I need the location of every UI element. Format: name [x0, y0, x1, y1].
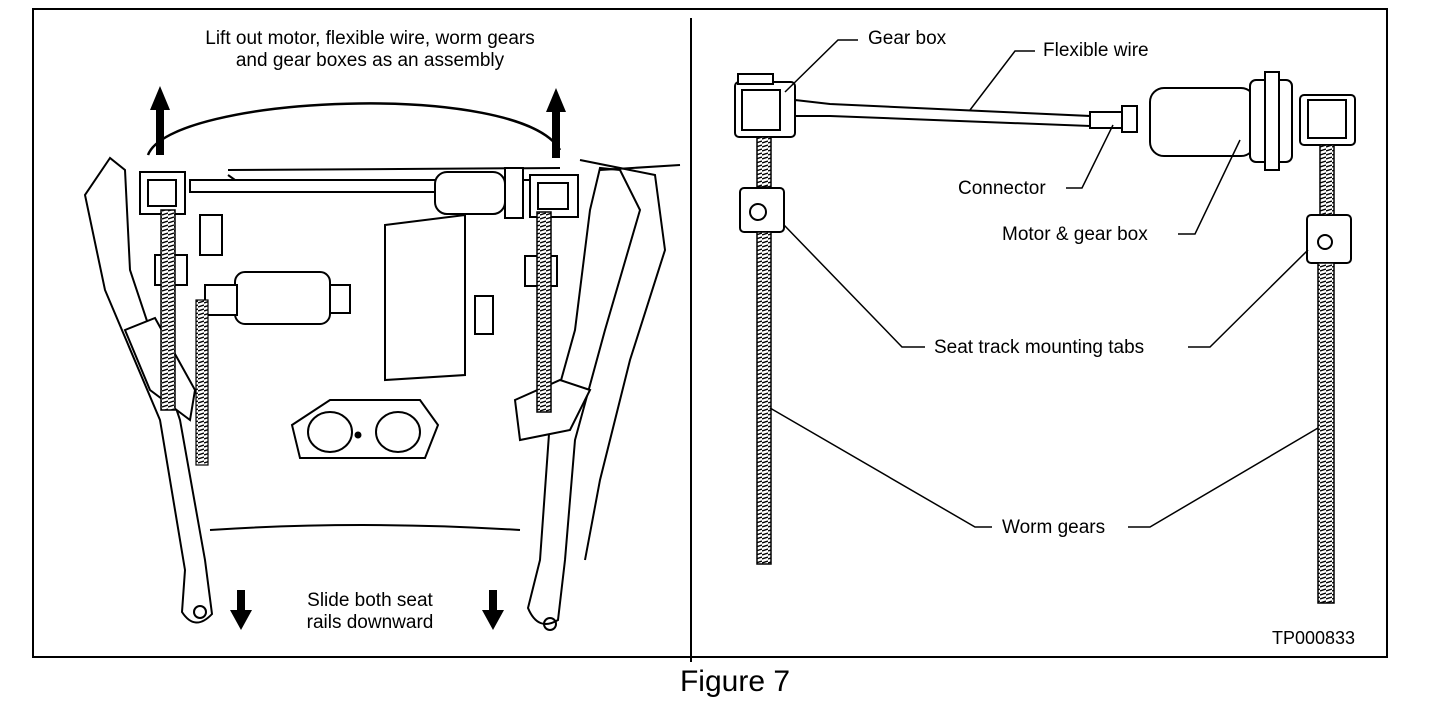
left-worm-gear — [160, 209, 176, 411]
callout-leaders — [769, 39, 1319, 528]
lift-note-line1: Lift out motor, flexible wire, worm gear… — [205, 28, 535, 49]
slide-arrow-right-icon — [482, 590, 504, 630]
lift-arrow-left-icon — [150, 86, 170, 155]
figure-code: TP000833 — [1272, 628, 1356, 648]
slide-note: Slide both seat rails downward — [270, 590, 470, 634]
label-flexible-wire: Flexible wire — [1043, 40, 1149, 61]
lift-note: Lift out motor, flexible wire, worm gear… — [160, 28, 580, 72]
assembly-illustration — [734, 71, 1356, 264]
slide-arrow-left-icon — [230, 590, 252, 630]
right-worm-gear — [536, 211, 552, 413]
label-seat-track-tabs: Seat track mounting tabs — [934, 337, 1145, 358]
slide-note-line2: rails downward — [306, 612, 434, 633]
seat-frame-illustration — [83, 102, 681, 631]
lift-arrow-right-icon — [546, 88, 566, 158]
panel-divider — [690, 18, 692, 662]
figure-caption: Figure 7 — [679, 665, 791, 698]
label-connector: Connector — [958, 178, 1046, 199]
right-upper-worm-gear — [1319, 144, 1335, 216]
label-gear-box: Gear box — [868, 28, 947, 49]
left-lower-worm-gear — [756, 231, 772, 565]
slide-note-line1: Slide both seat — [307, 590, 433, 611]
label-worm-gears: Worm gears — [1002, 517, 1106, 538]
right-lower-worm-gear — [1317, 262, 1335, 604]
left-upper-worm-gear — [756, 136, 772, 188]
center-worm-gear — [195, 299, 209, 466]
label-motor-gear-box: Motor & gear box — [1002, 224, 1148, 245]
lift-note-line2: and gear boxes as an assembly — [235, 50, 505, 71]
